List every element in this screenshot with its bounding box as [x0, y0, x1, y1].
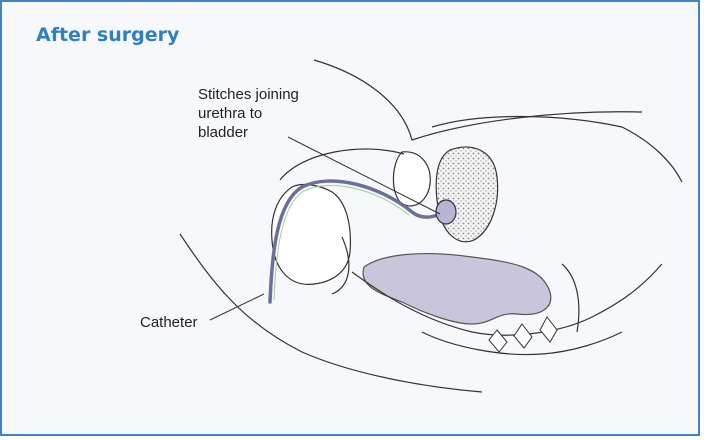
- rectum: [363, 254, 551, 324]
- pubic-bone: [393, 152, 430, 206]
- vertebra-1: [540, 317, 557, 342]
- back-contour: [314, 60, 642, 140]
- vertebra-2: [514, 324, 532, 348]
- vertebra-3: [489, 330, 507, 352]
- stitches-label: Stitches joining urethra to bladder: [198, 85, 338, 142]
- catheter-leader-line: [210, 294, 264, 320]
- prostate-bed: [436, 147, 497, 242]
- penis-outline: [272, 185, 351, 285]
- catheter-balloon: [436, 200, 456, 224]
- catheter-label: Catheter: [140, 313, 198, 332]
- sacrum: [562, 264, 579, 332]
